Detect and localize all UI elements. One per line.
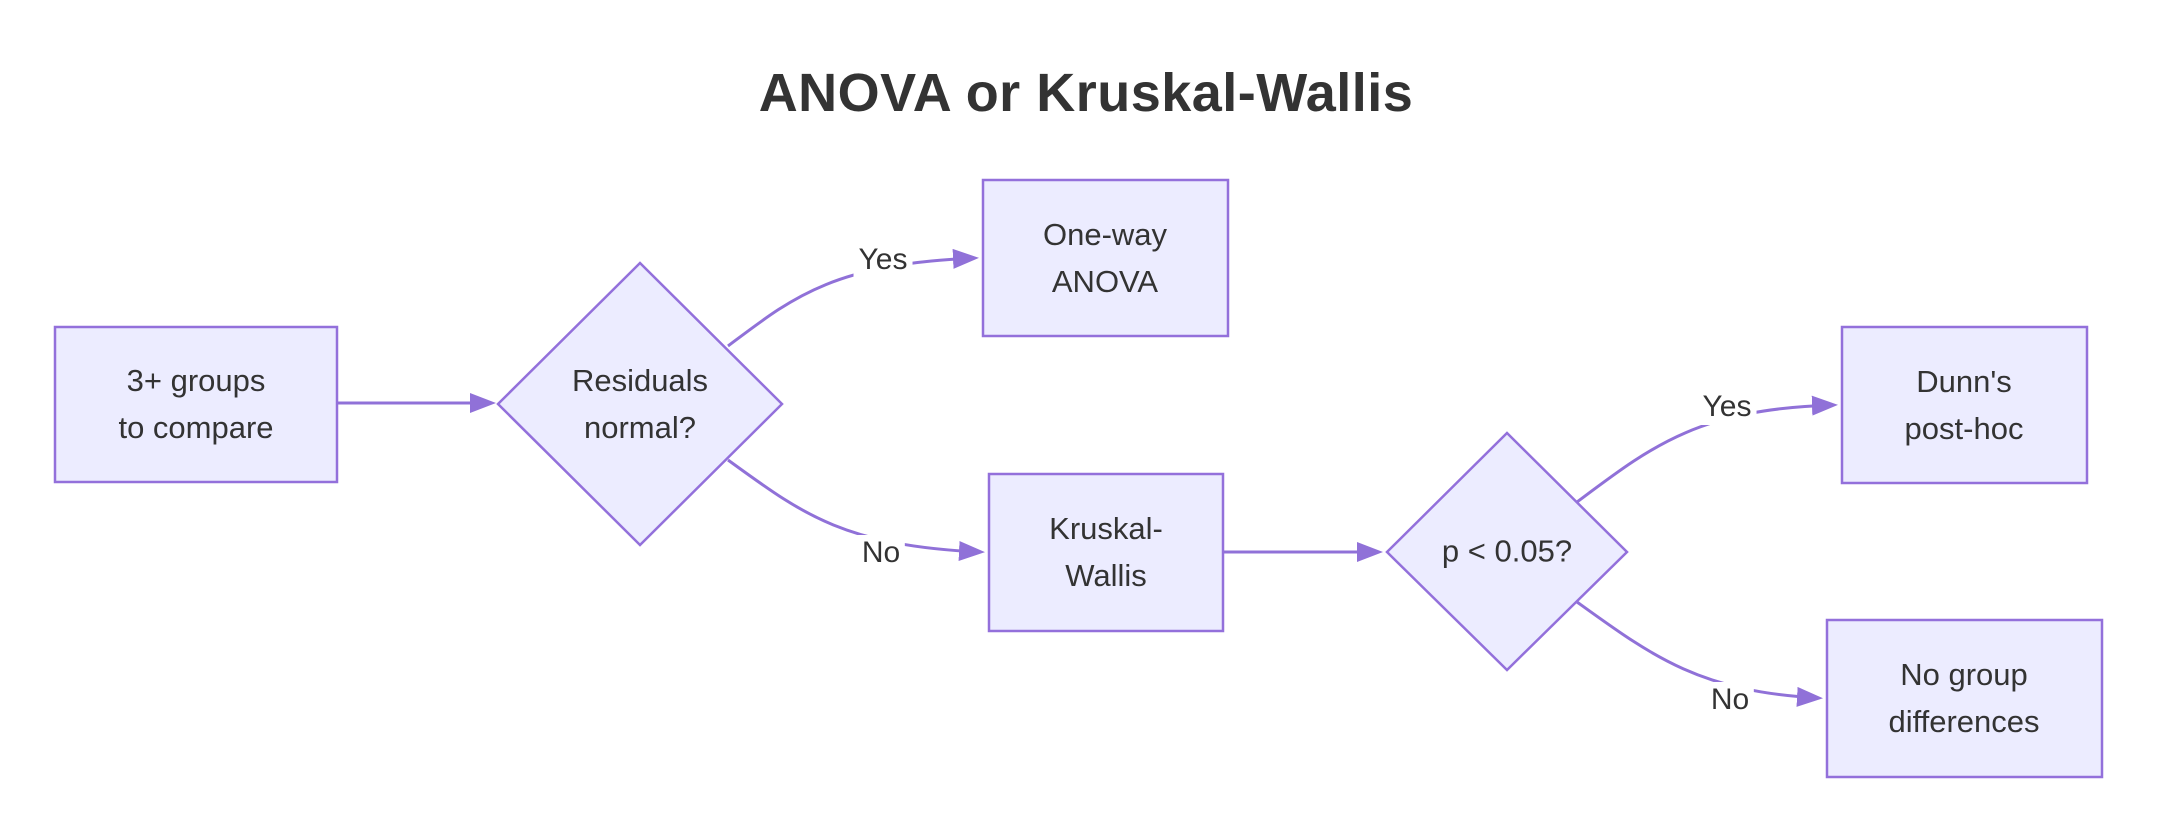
node-dunns-posthoc: [1840, 325, 2089, 485]
edge-p-no-to-nogroup: [1576, 600, 1823, 707]
node-start: [53, 325, 339, 484]
edge-label-p-no: No: [1705, 682, 1755, 718]
node-residuals-normal-diamond: [496, 261, 784, 547]
node-one-way-anova: [981, 178, 1230, 338]
node-no-group-differences: [1825, 618, 2104, 779]
edge-residuals-yes-to-anova: [727, 248, 979, 348]
edge-p-yes-to-dunns: [1576, 395, 1838, 504]
diagram-title: ANOVA or Kruskal-Wallis: [758, 63, 1414, 123]
node-p-lt-005-diamond: [1385, 431, 1629, 672]
edge-label-residuals-yes: Yes: [853, 242, 913, 278]
edge-label-p-yes: Yes: [1697, 389, 1757, 425]
edge-residuals-no-to-kruskal: [727, 458, 985, 562]
edge-label-residuals-no: No: [856, 535, 906, 571]
node-kruskal-wallis: [987, 472, 1225, 633]
